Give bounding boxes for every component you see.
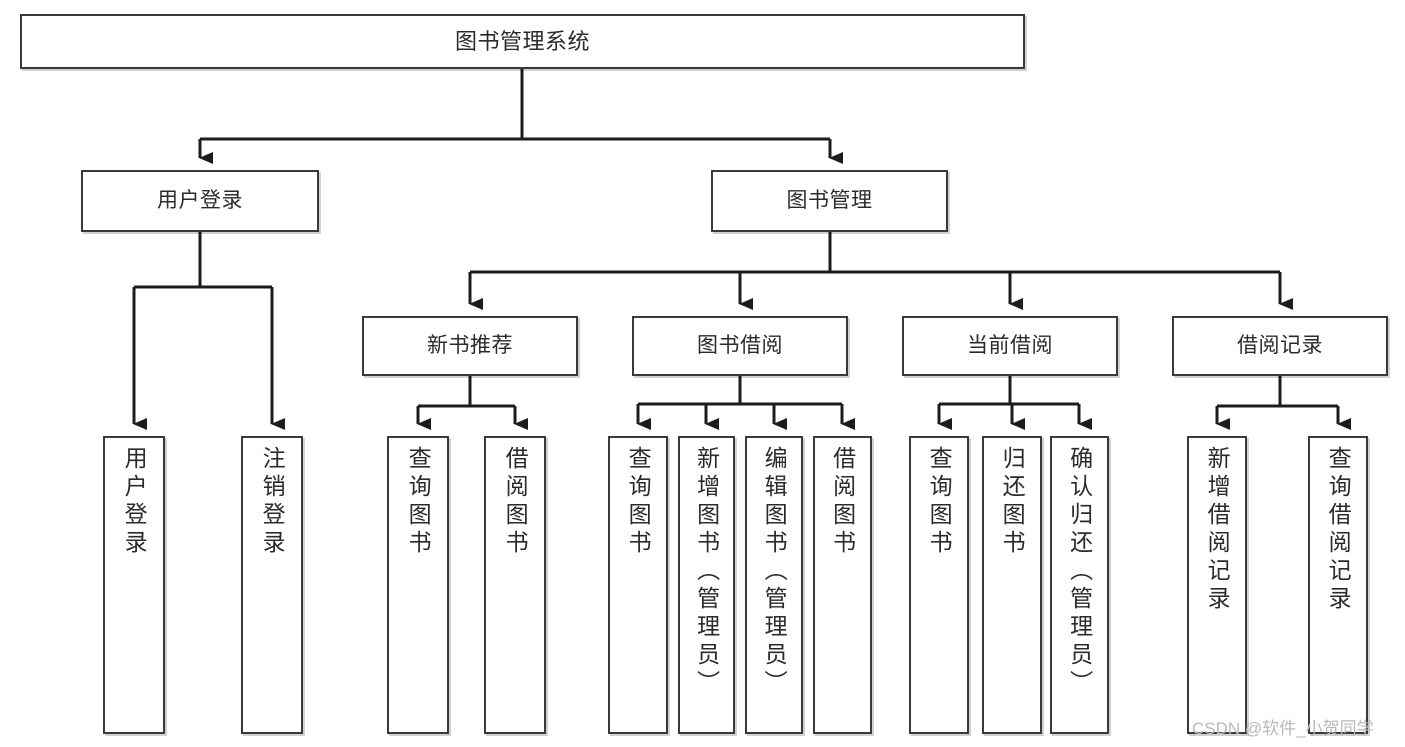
leaf-query-books-recommend[interactable]: 查询图书 xyxy=(387,436,449,734)
leaf-borrow-books-recommend[interactable]: 借阅图书 xyxy=(484,436,546,734)
node-label: 新书推荐 xyxy=(427,333,513,357)
node-label: 当前借阅 xyxy=(967,333,1053,357)
node-book-borrow[interactable]: 图书借阅 xyxy=(632,316,848,376)
node-label: 编辑图书（管理员） xyxy=(761,446,788,698)
leaf-query-borrow-record[interactable]: 查询借阅记录 xyxy=(1308,436,1368,734)
node-label: 图书借阅 xyxy=(697,333,783,357)
leaf-add-borrow-record[interactable]: 新增借阅记录 xyxy=(1187,436,1247,734)
node-label: 新增借阅记录 xyxy=(1204,446,1231,614)
leaf-user-login[interactable]: 用户登录 xyxy=(103,436,165,734)
node-label: 归还图书 xyxy=(999,446,1026,558)
node-book-management[interactable]: 图书管理 xyxy=(711,170,948,232)
node-label: 查询图书 xyxy=(405,446,432,558)
node-label: 图书管理 xyxy=(786,188,873,212)
leaf-return-book[interactable]: 归还图书 xyxy=(982,436,1042,734)
leaf-confirm-return-admin[interactable]: 确认归还（管理员） xyxy=(1050,436,1109,734)
node-label: 借阅记录 xyxy=(1237,333,1323,357)
node-label: 查询借阅记录 xyxy=(1325,446,1352,614)
node-label: 图书管理系统 xyxy=(454,28,590,54)
leaf-borrow-book[interactable]: 借阅图书 xyxy=(813,436,872,734)
node-label: 用户登录 xyxy=(157,188,243,212)
node-label: 注销登录 xyxy=(259,446,286,558)
leaf-query-books-current[interactable]: 查询图书 xyxy=(909,436,969,734)
leaf-add-book-admin[interactable]: 新增图书（管理员） xyxy=(678,436,735,734)
leaf-logout[interactable]: 注销登录 xyxy=(241,436,303,734)
node-label: 查询图书 xyxy=(625,446,652,558)
leaf-edit-book-admin[interactable]: 编辑图书（管理员） xyxy=(745,436,803,734)
node-new-book-recommend[interactable]: 新书推荐 xyxy=(362,316,578,376)
node-label: 借阅图书 xyxy=(829,446,856,558)
node-label: 用户登录 xyxy=(121,446,148,558)
leaf-query-books-borrow[interactable]: 查询图书 xyxy=(608,436,668,734)
node-current-borrow[interactable]: 当前借阅 xyxy=(902,316,1118,376)
node-label: 新增图书（管理员） xyxy=(693,446,720,698)
node-label: 借阅图书 xyxy=(502,446,529,558)
node-label: 查询图书 xyxy=(926,446,953,558)
node-label: 确认归还（管理员） xyxy=(1066,446,1093,698)
node-user-login[interactable]: 用户登录 xyxy=(81,170,319,232)
node-borrow-records[interactable]: 借阅记录 xyxy=(1172,316,1388,376)
node-root-system[interactable]: 图书管理系统 xyxy=(20,14,1025,69)
csdn-watermark: CSDN @软件_小贺同学 xyxy=(1192,719,1374,738)
